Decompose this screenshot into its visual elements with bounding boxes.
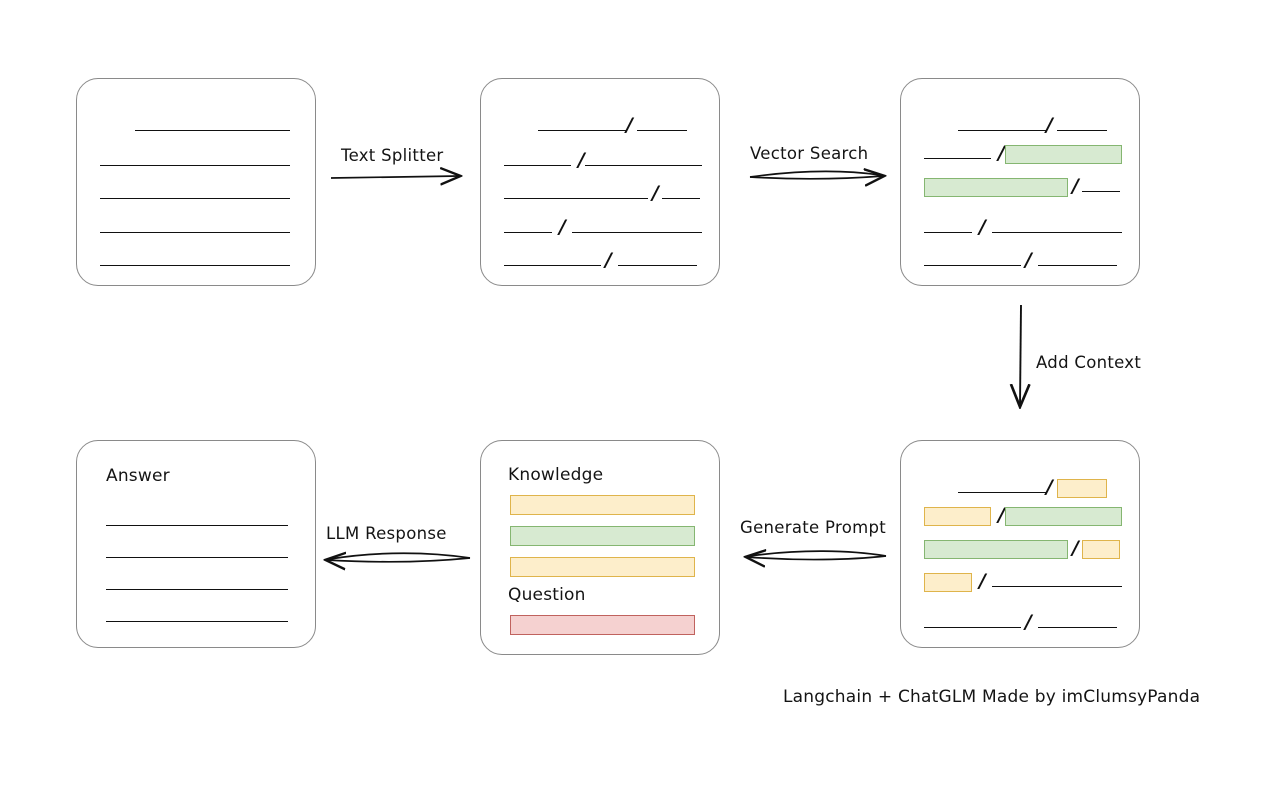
separator-slash: / [605, 249, 612, 271]
separator-slash: / [979, 216, 986, 238]
highlight-chip-green [1004, 145, 1122, 164]
answer-line [77, 510, 288, 526]
arrow-label-vector-search: Vector Search [750, 144, 869, 163]
split-document-box[interactable]: / / / / / [480, 78, 720, 286]
knowledge-bar-yellow-2 [510, 557, 695, 577]
doc-line [77, 150, 290, 166]
doc-line [77, 183, 290, 199]
separator-slash: / [1046, 114, 1053, 136]
separator-slash: / [979, 570, 986, 592]
context-document-box[interactable]: / / / / / [900, 440, 1140, 648]
separator-slash: / [1025, 249, 1032, 271]
doc-line-split: / [901, 249, 1117, 271]
doc-line-split: / [901, 216, 1122, 238]
doc-line-split-highlighted: / [901, 175, 1120, 197]
highlight-chip-yellow [1081, 540, 1120, 559]
separator-slash: / [998, 504, 1005, 526]
arrow-label-llm-response: LLM Response [326, 524, 447, 543]
highlight-chip-green [1004, 507, 1122, 526]
question-label: Question [508, 585, 586, 605]
separator-slash: / [578, 149, 585, 171]
knowledge-bar-yellow-1 [510, 495, 695, 515]
separator-slash: / [1046, 476, 1053, 498]
doc-line-split: / [901, 611, 1117, 633]
highlight-chip-yellow [924, 573, 972, 592]
doc-line-split: / [481, 182, 700, 204]
doc-line-split: / [481, 114, 687, 136]
highlight-chip-green [924, 540, 1068, 559]
doc-line-split-highlighted: / [901, 570, 1122, 592]
arrow-vector-search [749, 171, 883, 178]
footer-caption: Langchain + ChatGLM Made by imClumsyPand… [783, 687, 1201, 707]
doc-line-split: / [481, 249, 697, 271]
highlight-chip-yellow [924, 507, 991, 526]
separator-slash: / [559, 216, 566, 238]
answer-label: Answer [106, 466, 170, 486]
vector-search-result-box[interactable]: / / / / / [900, 78, 1140, 286]
answer-box[interactable]: Answer [76, 440, 316, 648]
doc-line-split-highlighted: / [901, 476, 1107, 498]
arrow-label-add-context: Add Context [1036, 353, 1142, 372]
separator-slash: / [652, 182, 659, 204]
arrow-generate-prompt [747, 551, 887, 559]
doc-line [77, 250, 290, 266]
arrow-label-text-splitter: Text Splitter [341, 146, 444, 165]
doc-line-split: / [901, 114, 1107, 136]
question-bar-red [510, 615, 695, 635]
separator-slash: / [626, 114, 633, 136]
arrow-text-splitter [330, 176, 459, 178]
separator-slash: / [1025, 611, 1032, 633]
doc-line-split-highlighted: / [901, 142, 1122, 164]
knowledge-label: Knowledge [508, 465, 604, 485]
doc-line [77, 115, 290, 131]
highlight-chip-yellow [1056, 479, 1107, 498]
separator-slash: / [1072, 537, 1079, 559]
arrow-llm-response [327, 553, 471, 561]
arrow-add-context [1020, 304, 1021, 405]
prompt-box[interactable]: Knowledge Question [480, 440, 720, 655]
separator-slash: / [1072, 175, 1079, 197]
knowledge-bar-green [510, 526, 695, 546]
answer-line [77, 542, 288, 558]
answer-line [77, 606, 288, 622]
doc-line-split-highlighted: / [901, 504, 1122, 526]
source-document-box[interactable] [76, 78, 316, 286]
doc-line-split-highlighted: / [901, 537, 1120, 559]
highlight-chip-green [924, 178, 1068, 197]
separator-slash: / [998, 142, 1005, 164]
doc-line [77, 217, 290, 233]
answer-line [77, 574, 288, 590]
doc-line-split: / [481, 149, 702, 171]
arrow-label-generate-prompt: Generate Prompt [740, 518, 886, 537]
doc-line-split: / [481, 216, 702, 238]
